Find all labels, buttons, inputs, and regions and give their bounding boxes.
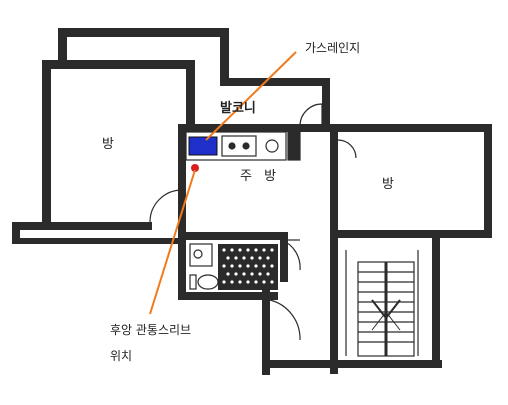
leader-lines bbox=[149, 51, 297, 315]
duct-sleeve-marker bbox=[191, 164, 199, 172]
duct-sleeve-callout-line2: 위치 bbox=[110, 349, 133, 363]
room-label-right: 방 bbox=[382, 177, 394, 192]
gas-range-marker bbox=[188, 136, 218, 156]
duct-sleeve-callout-line1: 후앙 관통스리브 bbox=[110, 323, 192, 337]
door-swings bbox=[149, 103, 357, 341]
room-label-kitchen: 주 방 bbox=[240, 169, 281, 184]
gas-range-callout: 가스레인지 bbox=[305, 41, 361, 55]
duct-sleeve-leader bbox=[149, 169, 196, 315]
room-label-left: 방 bbox=[102, 137, 114, 152]
bathroom bbox=[189, 243, 278, 290]
walls bbox=[12, 28, 492, 375]
staircase bbox=[345, 250, 419, 357]
room-label-balcony: 발코니 bbox=[220, 101, 256, 116]
gas-range-leader bbox=[205, 51, 297, 141]
kitchen-counter bbox=[185, 131, 301, 161]
